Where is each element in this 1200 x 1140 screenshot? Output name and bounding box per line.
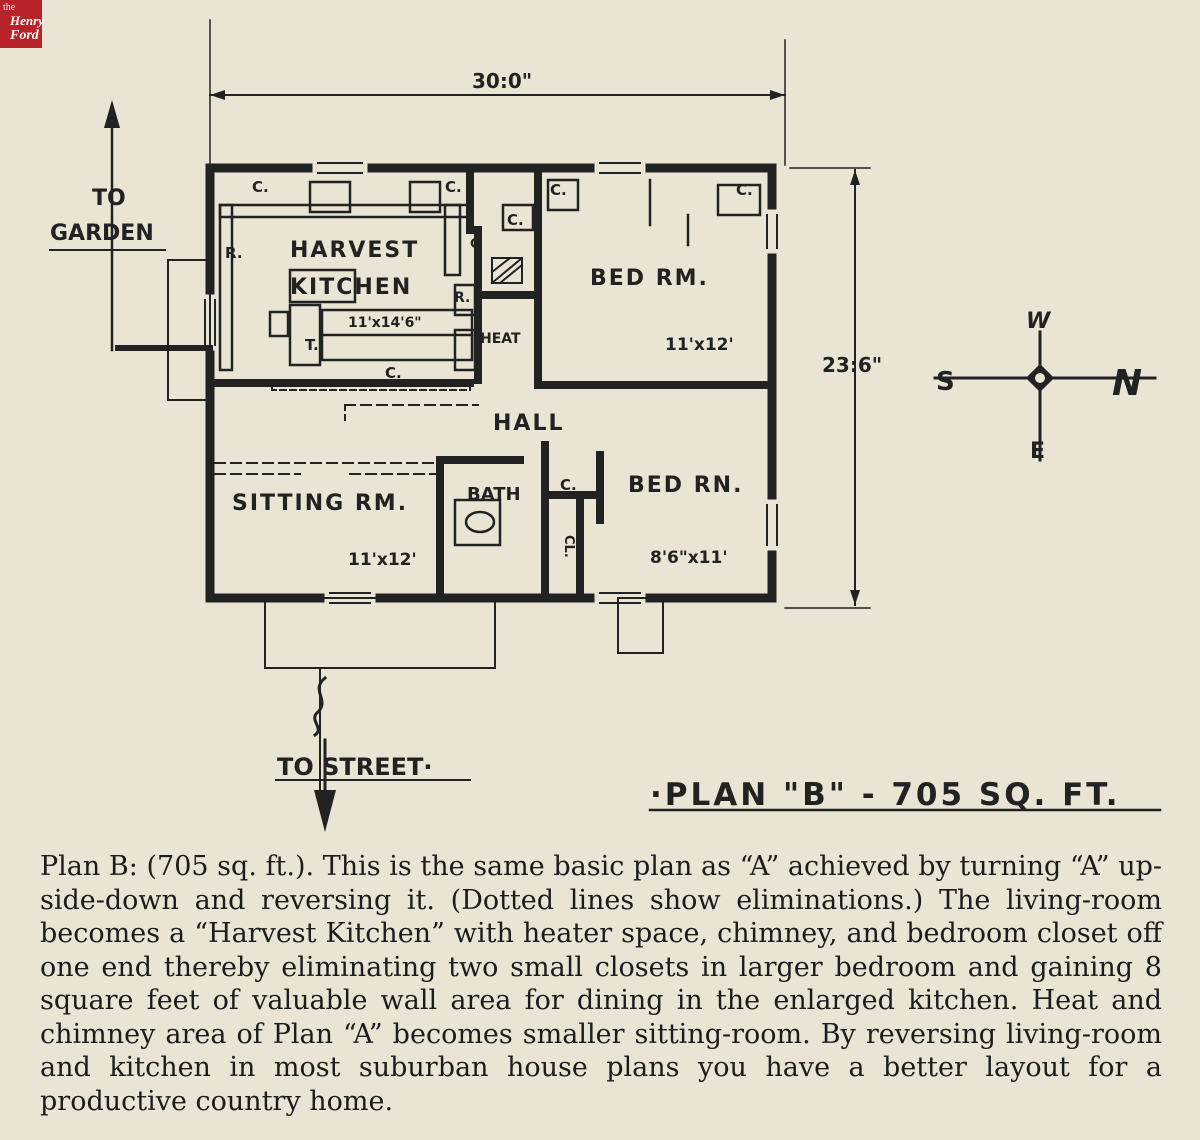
cabinet-mark-2: C.	[445, 178, 462, 196]
bedroom-2-label: BED RN.	[628, 473, 743, 498]
logo-text-henry: Henry	[10, 13, 44, 28]
bath-fixture	[453, 498, 502, 547]
harvest-kitchen-dimension: 11'x14'6"	[348, 315, 422, 331]
harvest-kitchen-label-line1: HARVEST	[290, 238, 419, 263]
caption-text: Plan B: (705 sq. ft.). This is the same …	[40, 851, 1162, 1117]
to-garden-label-line2: GARDEN	[50, 221, 154, 246]
to-garden-label-line1: TO	[92, 186, 126, 211]
bedroom-1-label: BED RM.	[590, 266, 709, 291]
refrigerator-mark: R.	[454, 290, 470, 306]
cabinet-mark-1: C.	[252, 178, 269, 196]
closet-mark-4: C.	[560, 476, 577, 494]
chimney-block	[491, 257, 523, 284]
closet-mark-2: C.	[736, 181, 753, 199]
chimney-mark: C	[470, 237, 480, 252]
closet-mark-3: C.	[507, 211, 524, 229]
heat-label: HEAT	[480, 331, 521, 347]
compass-west-label: W	[1026, 309, 1052, 334]
floor-plan: 30:0" 23:6" TO GARDEN TO STREET· ·PLAN "…	[49, 19, 1162, 832]
eliminated-wall	[271, 381, 471, 391]
compass-south-label: S	[936, 367, 955, 397]
kitchen-table	[288, 303, 322, 367]
henry-ford-logo: the Henry Ford	[0, 0, 44, 48]
depth-arrow-top	[850, 170, 860, 185]
plan-title: ·PLAN "B" - 705 SQ. FT.	[650, 777, 1121, 813]
depth-dimension-label: 23:6"	[822, 353, 882, 377]
depth-arrow-bottom	[850, 590, 860, 605]
closet-label: CL.	[561, 535, 576, 558]
bedroom-2-dimension: 8'6"x11'	[650, 548, 728, 568]
to-street-label: TO STREET·	[277, 753, 433, 781]
table-mark: T.	[305, 336, 319, 354]
garden-arrowhead	[104, 100, 120, 128]
harvest-kitchen-label-line2: KITCHEN	[290, 275, 412, 300]
hall-label: HALL	[493, 411, 564, 436]
compass-east-label: E	[1030, 439, 1045, 464]
closet-mark-1: C.	[550, 181, 567, 199]
bedroom-1-dimension: 11'x12'	[665, 335, 734, 355]
sitting-room-dimension: 11'x12'	[348, 550, 417, 570]
compass-north-label: N	[1112, 363, 1142, 404]
exterior-wall	[205, 163, 777, 603]
width-arrow-right	[770, 90, 785, 100]
bath-label: BATH	[467, 484, 521, 505]
compass-rose	[933, 330, 1157, 462]
cabinet-mark-3: C.	[385, 364, 402, 382]
range-mark: R.	[225, 244, 243, 262]
width-dimension-label: 30:0"	[472, 69, 532, 93]
street-arrowhead	[314, 790, 336, 832]
width-arrow-left	[210, 90, 225, 100]
sitting-room-label: SITTING RM.	[232, 491, 408, 516]
logo-text-the: the	[3, 2, 16, 13]
logo-text-ford: Ford	[10, 28, 39, 43]
